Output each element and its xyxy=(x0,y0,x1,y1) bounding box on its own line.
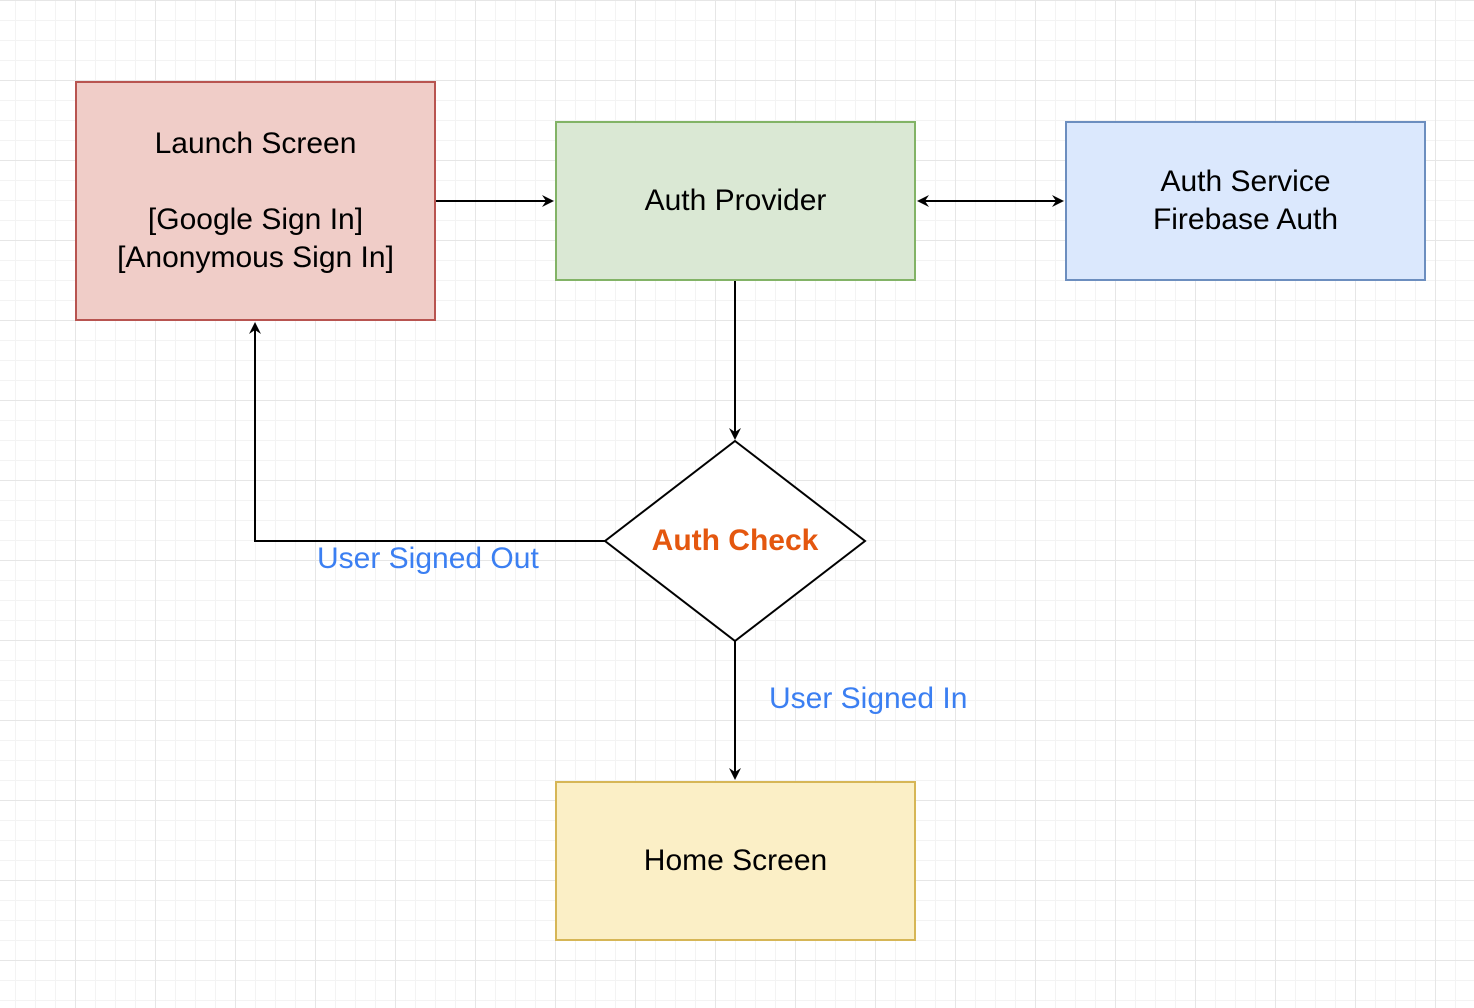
edge-label-signed-in: User Signed In xyxy=(769,682,968,715)
auth-check-diamond[interactable] xyxy=(603,439,867,643)
auth-service-label: Auth Service Firebase Auth xyxy=(1152,165,1339,236)
auth-provider-node[interactable]: Auth Provider xyxy=(555,121,916,281)
auth-provider-label: Auth Provider xyxy=(644,184,827,217)
home-screen-node[interactable]: Home Screen xyxy=(555,781,916,941)
auth-check-label: Auth Check xyxy=(651,524,819,557)
edge-check-to-launch[interactable] xyxy=(249,322,605,542)
launch-screen-node[interactable]: Launch Screen [Google Sign In] [Anonymou… xyxy=(75,81,436,321)
launch-screen-label: Launch Screen [Google Sign In] [Anonymou… xyxy=(117,127,394,274)
home-screen-label: Home Screen xyxy=(643,844,828,877)
auth-service-node[interactable]: Auth Service Firebase Auth xyxy=(1065,121,1426,281)
edge-label-signed-out: User Signed Out xyxy=(317,542,539,575)
